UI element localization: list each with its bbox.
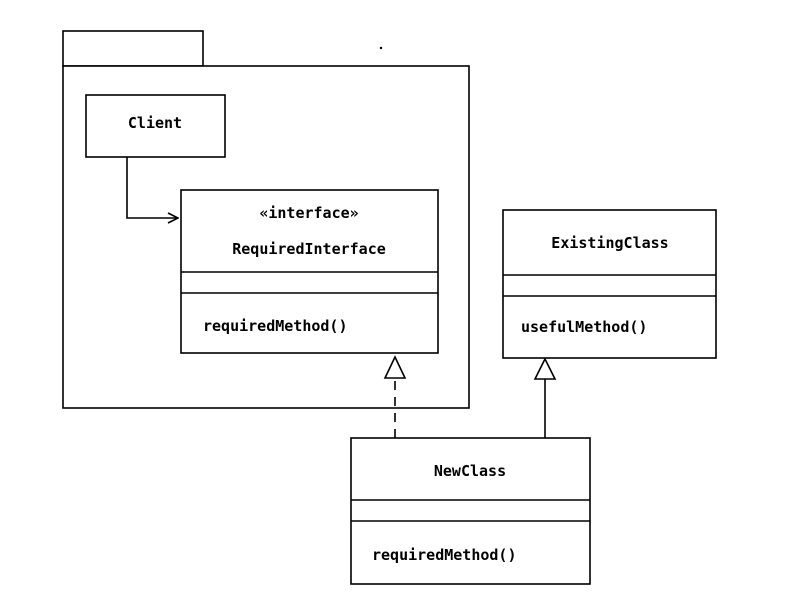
new-class-box: [350, 437, 591, 585]
required-interface-class[interactable]: «interface» RequiredInterface requiredMe…: [180, 189, 439, 354]
existing-class-box: [502, 209, 717, 359]
interface-stereotype: «interface»: [259, 204, 358, 222]
scan-speck: [379, 46, 383, 50]
package-tab: [62, 30, 204, 67]
existing-class-method: usefulMethod(): [521, 318, 647, 336]
client-dependency-line: [126, 157, 178, 218]
client-name: Client: [128, 114, 182, 132]
generalization-relationship: [533, 357, 557, 438]
existing-class[interactable]: ExistingClass usefulMethod(): [502, 209, 717, 359]
client-class[interactable]: Client: [85, 94, 226, 158]
generalization-triangle-head: [533, 357, 557, 380]
new-class[interactable]: NewClass requiredMethod(): [350, 437, 591, 585]
client-box: [85, 94, 226, 158]
required-interface-name: RequiredInterface: [232, 240, 386, 258]
new-class-method: requiredMethod(): [372, 546, 517, 564]
existing-class-name: ExistingClass: [551, 234, 668, 252]
new-class-name: NewClass: [434, 462, 506, 480]
realization-relationship: [383, 355, 407, 438]
realization-triangle-head: [383, 355, 407, 379]
required-interface-method: requiredMethod(): [203, 317, 348, 335]
